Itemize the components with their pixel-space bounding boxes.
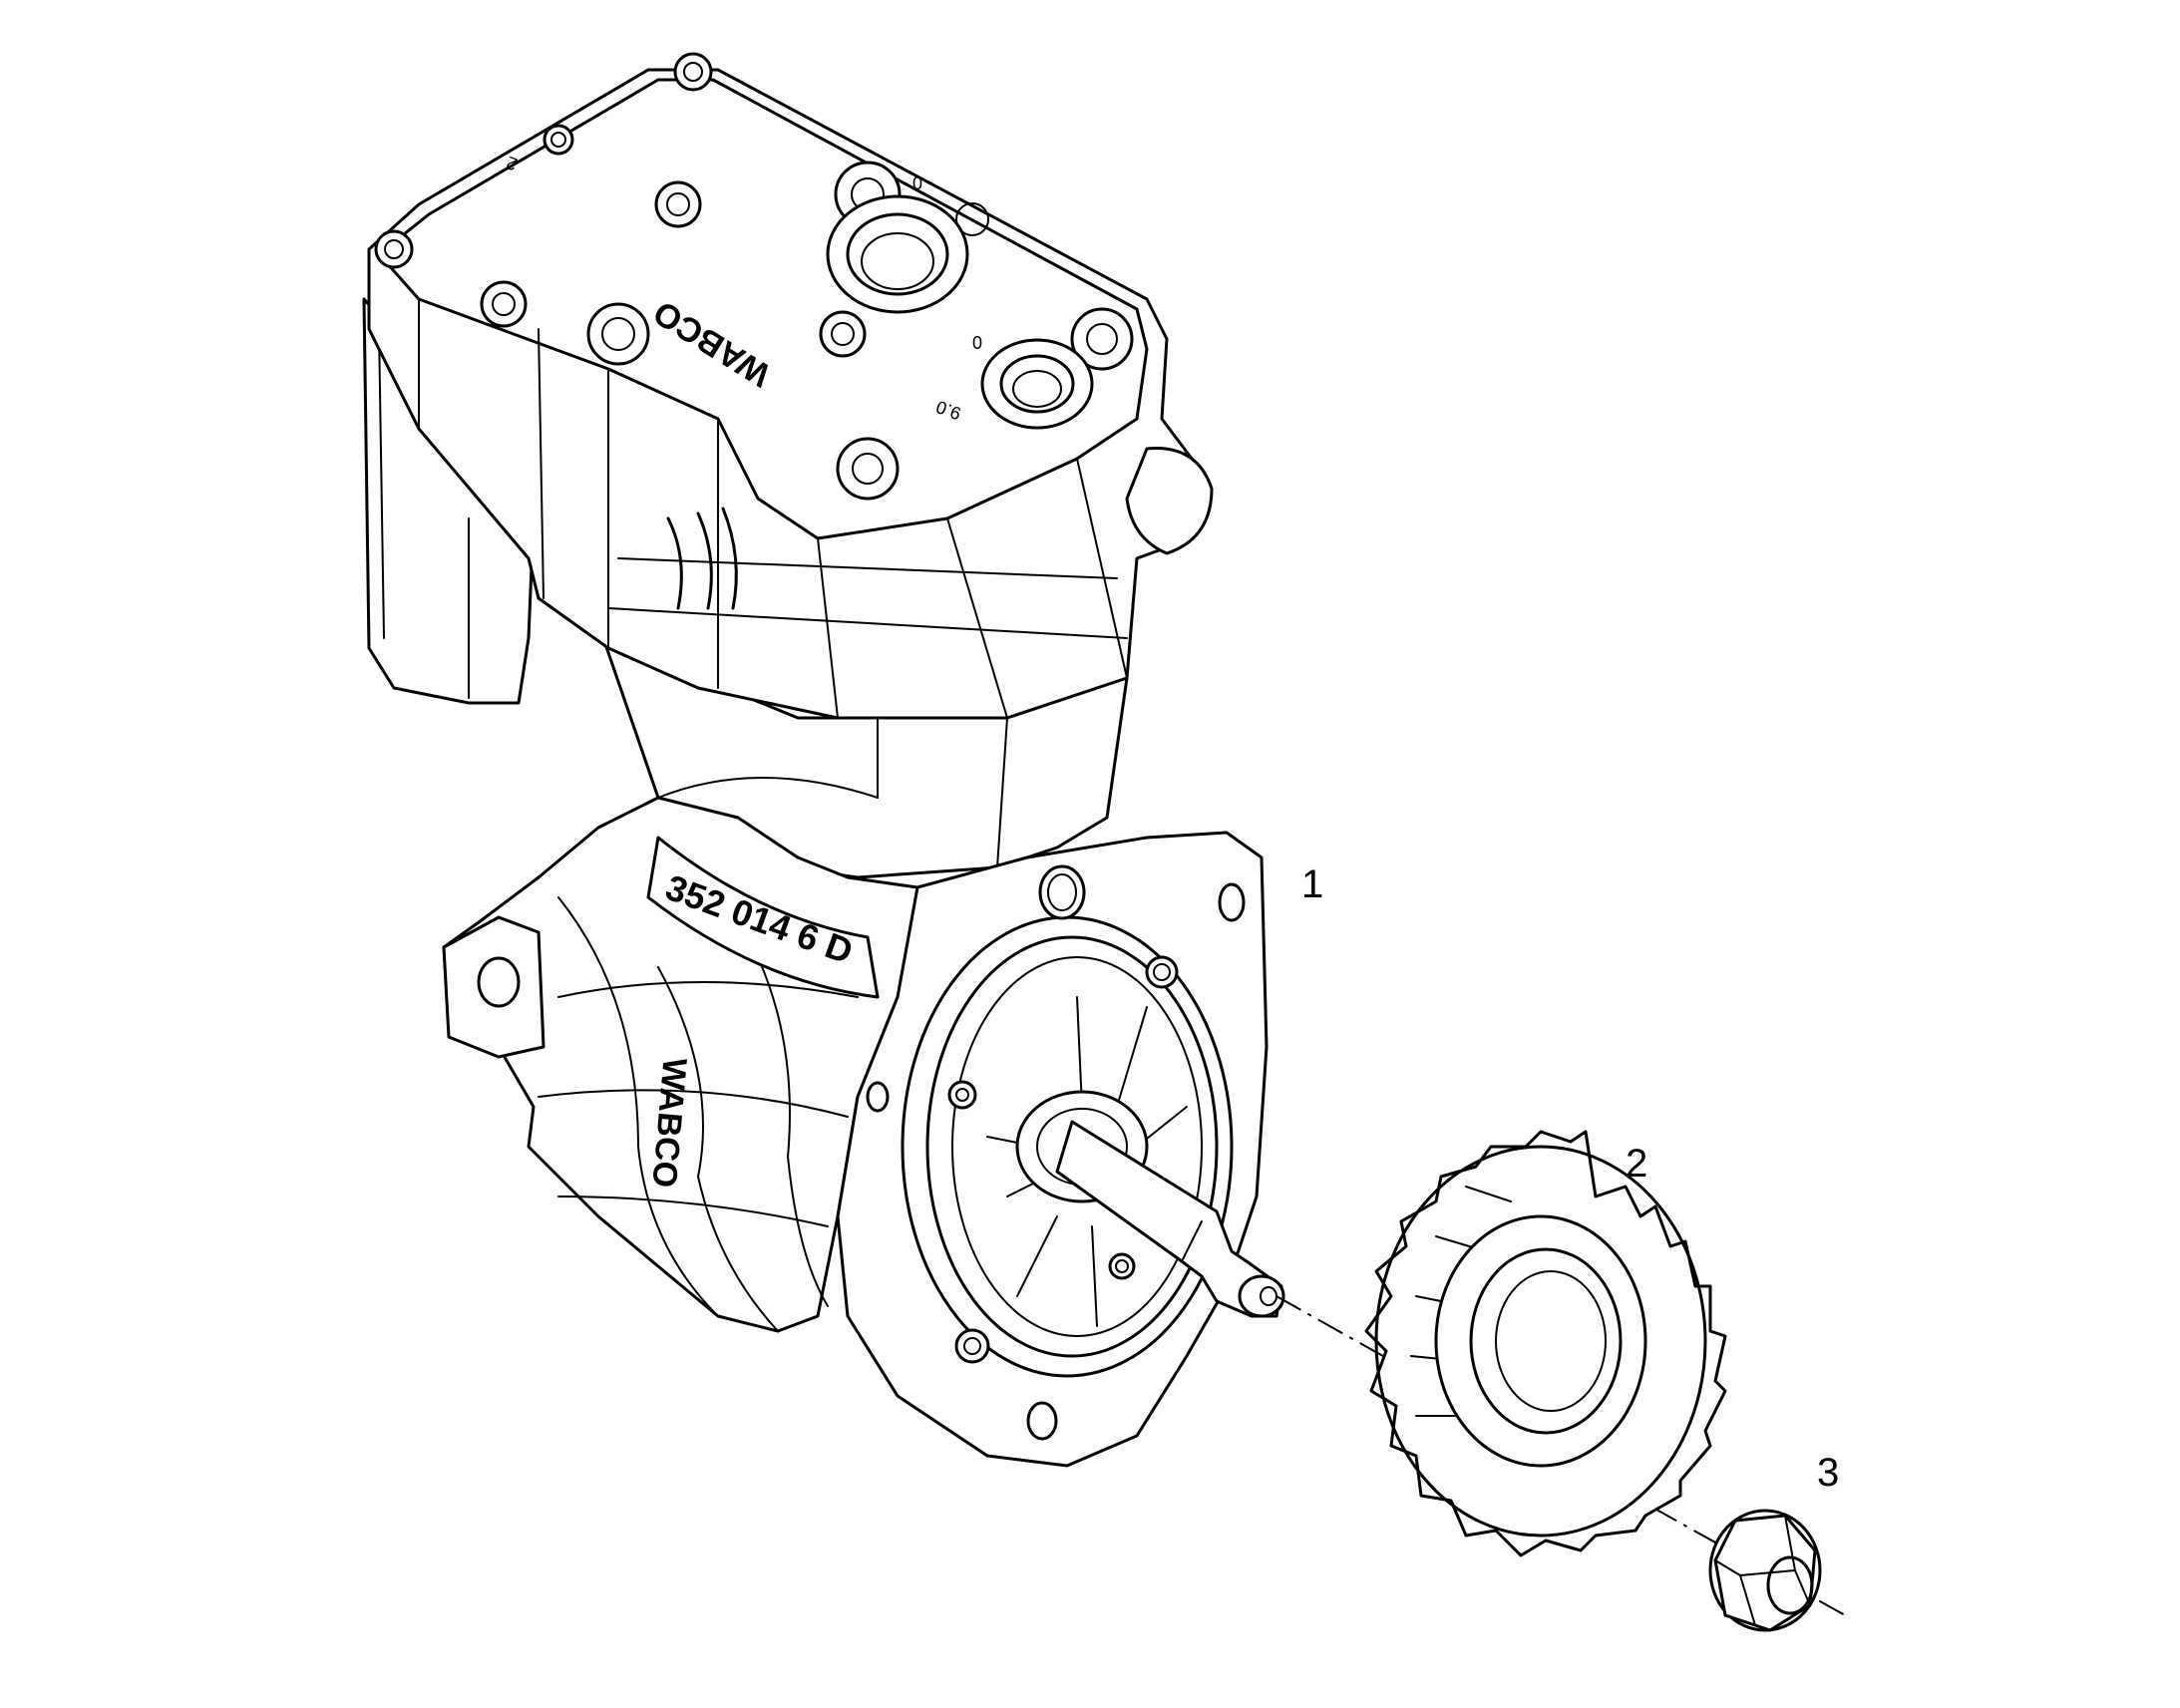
head-bolt [374,229,414,269]
flange-hole [1038,864,1086,920]
gear-bore [1495,1270,1607,1412]
head-bolt [654,180,702,228]
delivery-port [826,194,969,314]
cylinder-head [367,68,1209,720]
flange-bolt [954,1328,990,1364]
head-bolt [480,280,528,328]
hex-flange-nut [1708,1509,1822,1632]
head-bolt [836,437,900,501]
port-label: 0 [972,333,982,353]
flange-bolt [947,1080,977,1110]
gear-web [1434,1214,1647,1468]
flange-bolt [1108,1252,1136,1280]
air-compressor-assembly: WABCO 2 0 9.0 0 352 014 6 D WABCO [362,52,1285,1468]
callout-1: 1 [1301,862,1323,906]
flange-hole [1218,882,1246,922]
inlet-port [980,338,1094,430]
callout-2: 2 [1626,1142,1647,1186]
port-label: 0 [912,173,922,193]
head-bolt [673,52,713,92]
mounting-lug [442,915,545,1059]
callout-3: 3 [1817,1451,1839,1495]
flange-hole [866,1081,890,1113]
flange-bolt [1145,955,1179,989]
port-plug [955,202,989,236]
head-bolt [543,124,574,156]
part-number-band [646,836,880,999]
head-bolt [1070,307,1134,371]
head-bolt [819,310,867,358]
drive-gear [1364,1130,1727,1557]
mounting-hole [477,956,521,1008]
nut-thread [1766,1555,1814,1615]
side-fitting [1125,447,1214,555]
flange-hole [1026,1401,1058,1441]
head-bolt [586,302,650,366]
